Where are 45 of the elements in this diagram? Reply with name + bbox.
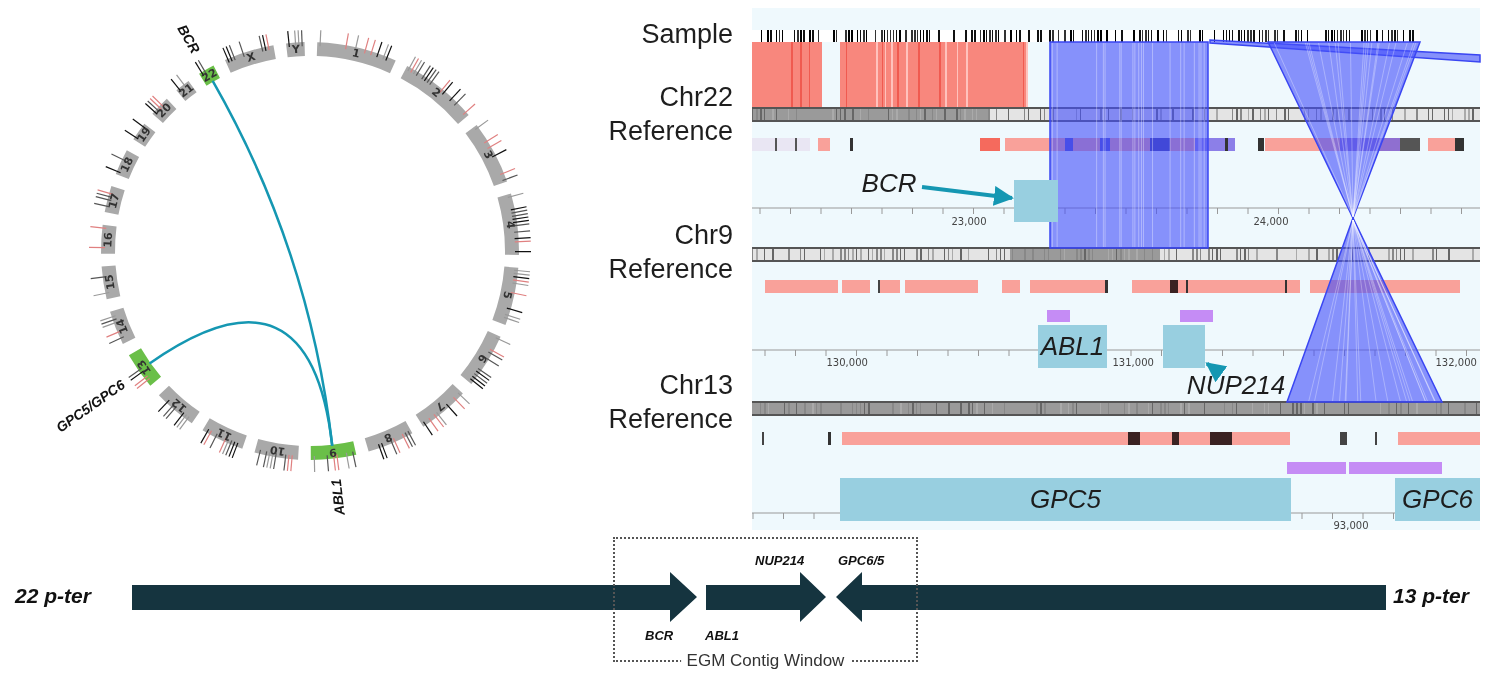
axis-tick-label: 132,000 <box>1435 357 1477 368</box>
gene-name: GPC6 <box>1402 484 1473 515</box>
axis-tick-label: 23,000 <box>951 216 987 227</box>
connection-arc <box>148 321 334 446</box>
gene-label: GPC6/5 <box>838 553 885 568</box>
chromosome-end-label: 13 p-ter <box>1393 584 1469 608</box>
pointer-arrow <box>1205 361 1228 383</box>
gene-label: BCR <box>645 628 674 643</box>
chromosome-number: 8 <box>382 430 394 445</box>
gene-label: NUP214 <box>1186 368 1286 402</box>
track-title: Chr22 Reference <box>607 81 733 148</box>
axis-tick-label: 93,000 <box>1333 520 1369 531</box>
chromosome-number: 5 <box>500 290 514 301</box>
chromosome-number: 21 <box>177 81 197 101</box>
gene-label: NUP214 <box>755 553 805 568</box>
gene-label: ABL1 <box>327 477 348 516</box>
chromosome-end-label: 22 p-ter <box>15 584 91 608</box>
gene-name: GPC5 <box>1030 484 1101 515</box>
chromosome-number: 19 <box>135 125 154 146</box>
track-title: Chr13 Reference <box>607 369 733 436</box>
axis-tick-label: 24,000 <box>1253 216 1289 227</box>
gene-box <box>1395 478 1480 521</box>
gene-box <box>1014 180 1058 222</box>
track-title: Sample <box>640 18 733 51</box>
track-title: Chr9 Reference <box>607 219 733 286</box>
chromosome-number: 7 <box>432 398 447 413</box>
gene-label: BCR <box>174 21 204 57</box>
gene-label: BCR <box>858 166 920 200</box>
chromosome-number: 9 <box>328 445 338 459</box>
gene-box <box>840 478 1291 521</box>
chromosome-number: X <box>245 50 257 65</box>
window-label: EGM Contig Window <box>680 651 851 671</box>
chromosome-number: 2 <box>428 85 443 101</box>
chromosome-number: 22 <box>200 66 220 85</box>
gene-box <box>1163 325 1205 368</box>
gene-name: ABL1 <box>1040 331 1105 362</box>
chromosome-number: 3 <box>480 149 495 162</box>
gene-box <box>1038 325 1107 368</box>
chromosome-number: 4 <box>503 220 517 230</box>
gene-label: ABL1 <box>705 628 739 643</box>
axis-tick-label: 131,000 <box>1112 357 1154 368</box>
chromosome-number: 6 <box>474 351 489 365</box>
axis-tick-label: 130,000 <box>826 357 868 368</box>
pointer-arrow <box>921 185 1014 206</box>
chromosome-number: 1 <box>350 47 361 61</box>
